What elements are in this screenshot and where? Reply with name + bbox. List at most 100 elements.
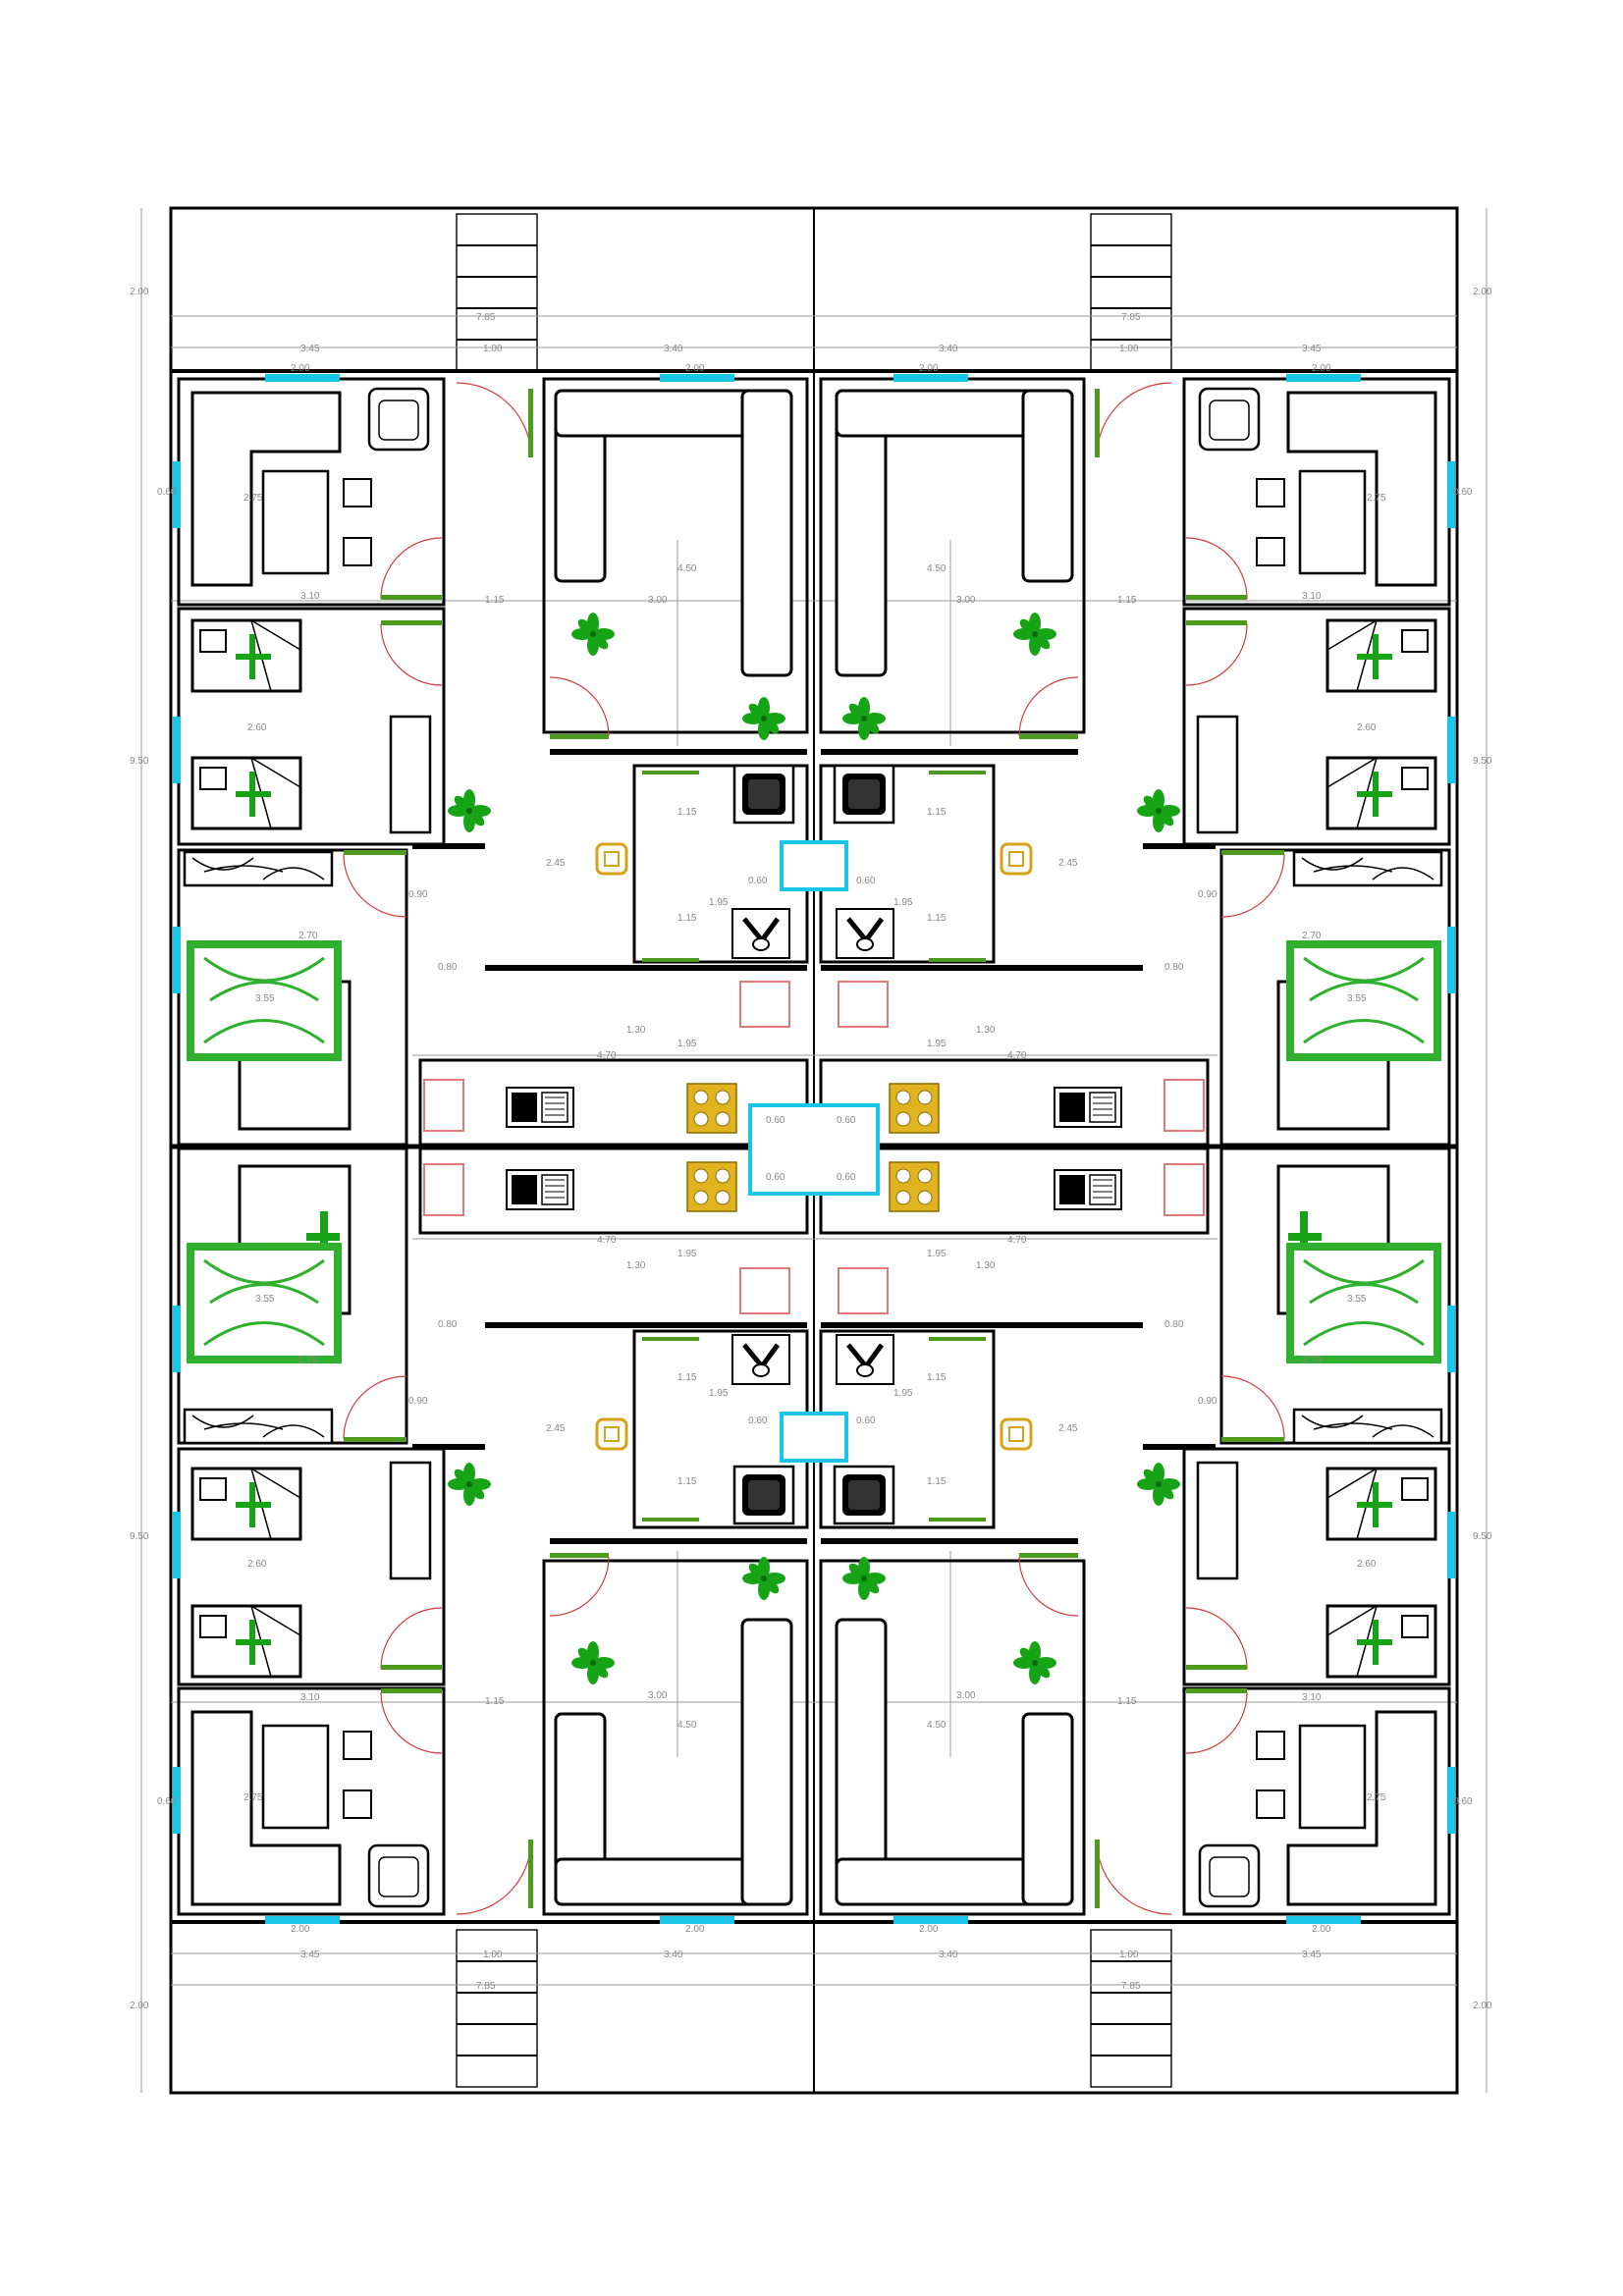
dim-bedroom-bl: 2.60 [247,1559,267,1570]
dim-bedroom-br: 2.60 [1357,1559,1377,1570]
dim-corridor-br: 1.15 [1117,1696,1137,1707]
dim-window-top-mid-l: 2.00 [685,363,705,374]
dim-small-window-bl: 0.60 [748,1415,768,1426]
dim-kitchen-depth-tl: 1.30 [626,1025,646,1036]
dim-salon-depth-tl: 2.75 [243,493,263,504]
dim-side-window-r2: 0.60 [1453,1796,1473,1807]
dim-corridor-tl: 1.15 [485,595,505,606]
dimension-lines [140,208,1488,2093]
dim-living-depth-tl: 4.50 [677,563,697,574]
door-icon [343,382,1285,1915]
dim-living-width-tr: 3.00 [956,595,976,606]
dim-hall-br: 0.80 [1164,1319,1184,1330]
dim-wet-core-br: 2.45 [1058,1423,1078,1434]
dim-salon-width-tr: 3.10 [1302,591,1322,602]
dim-side-window-r1: 0.60 [1453,487,1473,498]
dim-bay-living-bottom-r: 3.40 [939,1949,958,1960]
dim-kitchen-depth-bl: 1.30 [626,1260,646,1271]
dim-master-width-tl: 2.70 [298,931,318,941]
dim-shaft-top-1: 0.60 [766,1115,785,1126]
dim-corridor-bl: 1.15 [485,1696,505,1707]
dim-bedroom-tr: 2.60 [1357,722,1377,733]
dim-bath-depth-tl-1: 1.15 [677,807,697,818]
dim-overall-width-top-left: 7.85 [476,312,496,323]
dim-kitchen-core-br: 1.95 [927,1249,947,1259]
dim-salon-width-br: 3.10 [1302,1692,1322,1703]
dim-living-depth-tr: 4.50 [927,563,947,574]
dim-salon-width-bl: 3.10 [300,1692,320,1703]
dim-hall-tr: 0.80 [1164,962,1184,973]
dim-living-depth-br: 4.50 [927,1720,947,1731]
dim-yard-top-left: 2.00 [130,287,149,297]
sofa-icon [190,389,1437,1906]
dim-block-height-top-left: 9.50 [130,756,149,767]
dim-bedroom-tl: 2.60 [247,722,267,733]
dim-small-window-tl: 0.60 [748,876,768,886]
dim-window-top-mid-r: 2.00 [919,363,939,374]
dim-salon-width-tl: 3.10 [300,591,320,602]
dim-salon-depth-tr: 2.75 [1367,493,1386,504]
dim-side-window-l1: 0.60 [157,487,177,498]
dim-door-br: 0.90 [1198,1396,1217,1407]
dim-bath-depth-bl-1: 1.15 [677,1372,697,1383]
dim-window-bottom-left: 2.00 [291,1924,310,1935]
dim-yard-bottom-left: 2.00 [130,2001,149,2011]
dim-master-width-br: 2.70 [1302,1355,1322,1365]
dim-bath-depth-tr-1: 1.15 [927,807,947,818]
dim-salon-depth-bl: 2.75 [243,1792,263,1803]
dimension-labels: 7.85 7.85 7.85 7.85 3.45 1.00 3.40 3.40 … [130,287,1492,2011]
dim-window-top-right: 2.00 [1312,363,1331,374]
dim-kitchen-core-tl: 1.95 [677,1039,697,1049]
dim-overall-width-top-right: 7.85 [1121,312,1141,323]
dim-salon-depth-br: 2.75 [1367,1792,1386,1803]
dim-block-height-bottom-right: 9.50 [1473,1531,1492,1542]
dim-living-width-bl: 3.00 [648,1690,668,1701]
dim-bath-depth-bl-2: 1.15 [677,1476,697,1487]
dim-master-width-tr: 2.70 [1302,931,1322,941]
dim-overall-width-bottom-left: 7.85 [476,1981,496,1992]
dim-wet-core-tl: 2.45 [546,858,566,869]
dim-window-top-left: 2.00 [291,363,310,374]
dim-window-bottom-right: 2.00 [1312,1924,1331,1935]
dim-shaft-bottom-1: 0.60 [766,1172,785,1183]
dim-living-width-br: 3.00 [956,1690,976,1701]
dim-corridor-tr: 1.15 [1117,595,1137,606]
dim-side-window-l2: 0.60 [157,1796,177,1807]
dim-wet-core-bl: 2.45 [546,1423,566,1434]
dim-bay-living-top: 3.40 [664,344,683,354]
dim-bay-left-top-r: 3.45 [1302,344,1322,354]
dim-block-height-bottom-left: 9.50 [130,1531,149,1542]
dim-bay-left-top: 3.45 [300,344,320,354]
dim-hall-bl: 0.80 [438,1319,458,1330]
dim-shaft-top-2: 0.60 [837,1115,856,1126]
dim-kitchen-width-br: 4.70 [1007,1235,1027,1246]
dim-door-tl: 0.90 [408,889,428,900]
dim-bath-width-tl: 1.95 [709,897,729,908]
dim-bath-width-bl: 1.95 [709,1388,729,1399]
dim-bath-depth-br-2: 1.15 [927,1476,947,1487]
dim-block-height-top-right: 9.50 [1473,756,1492,767]
dim-bay-stair-top: 1.00 [483,344,503,354]
dim-kitchen-width-bl: 4.70 [597,1235,617,1246]
window-icon [173,374,1455,1924]
dim-bath-width-br: 1.95 [893,1388,913,1399]
dim-living-width-tl: 3.00 [648,595,668,606]
dim-bay-left-bottom-r: 3.45 [1302,1949,1322,1960]
dim-bay-living-top-r: 3.40 [939,344,958,354]
dim-master-depth-br: 3.55 [1347,1294,1367,1305]
service-shaft [748,840,880,1463]
coffee-table [261,469,1367,1830]
dim-kitchen-depth-br: 1.30 [976,1260,996,1271]
dim-bath-depth-br-1: 1.15 [927,1372,947,1383]
dim-yard-top-right: 2.00 [1473,287,1492,297]
dim-bay-left-bottom: 3.45 [300,1949,320,1960]
dim-master-width-bl: 2.70 [298,1355,318,1365]
wardrobe-icon [183,715,1443,1580]
dim-kitchen-core-bl: 1.95 [677,1249,697,1259]
dim-bay-stair-top-r: 1.00 [1119,344,1139,354]
dim-door-bl: 0.90 [408,1396,428,1407]
dim-bath-width-tr: 1.95 [893,897,913,908]
dim-bath-depth-tr-2: 1.15 [927,913,947,924]
dim-small-window-br: 0.60 [856,1415,876,1426]
